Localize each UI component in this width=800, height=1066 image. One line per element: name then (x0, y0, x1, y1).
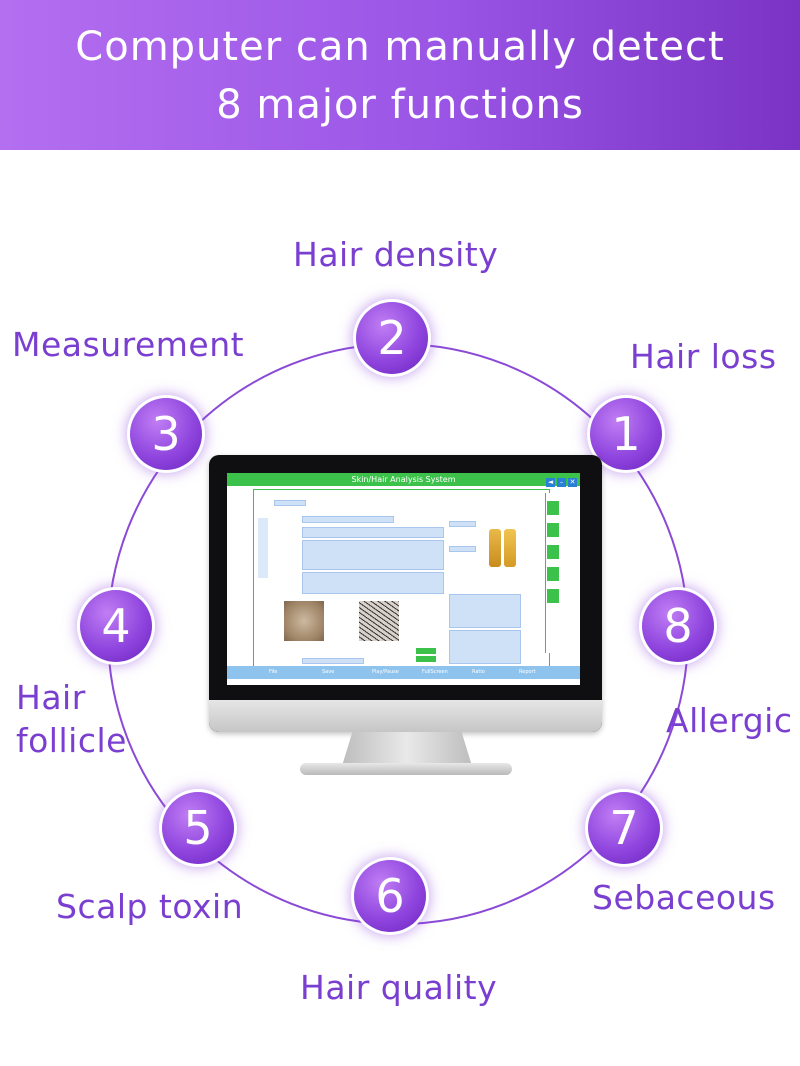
monitor-stand (342, 732, 472, 766)
back-icon[interactable]: ◄ (546, 478, 555, 487)
label-measurement: Measurement (12, 325, 245, 364)
badge-number: 2 (377, 311, 407, 365)
toolbar-file[interactable]: File (269, 669, 278, 675)
name-field[interactable] (274, 500, 306, 506)
toolbar-save[interactable]: Save (322, 669, 335, 675)
reason-field[interactable] (302, 540, 444, 570)
side-tab[interactable] (547, 501, 559, 515)
header-title-line2: 8 major functions (216, 82, 584, 128)
toolbar-fullscreen[interactable]: FullScreen (422, 669, 448, 675)
label-scalp-toxin: Scalp toxin (56, 887, 244, 926)
badge-number: 3 (151, 407, 181, 461)
efficacy-field[interactable] (449, 594, 521, 628)
analysis-form (253, 489, 550, 667)
toolbar-report[interactable]: Report (519, 669, 536, 675)
category-field[interactable] (449, 521, 476, 527)
badge-1: 1 (590, 398, 662, 470)
right-sidebar (545, 493, 560, 653)
label-hair-loss: Hair loss (630, 337, 777, 376)
label-hair-follicle-1: Hair (16, 678, 86, 717)
symptom-type-field[interactable] (302, 516, 394, 523)
header-title-line1: Computer can manually detect (75, 24, 725, 70)
label-hair-follicle-2: follicle (16, 721, 127, 760)
monitor-base (300, 763, 512, 775)
product-name-field[interactable] (449, 546, 476, 552)
badge-number: 8 (663, 599, 693, 653)
badge-6: 6 (354, 860, 426, 932)
badge-8: 8 (642, 590, 714, 662)
treatment-field[interactable] (449, 630, 521, 664)
share-button[interactable] (416, 656, 436, 662)
label-sebaceous: Sebaceous (592, 878, 776, 917)
bottom-toolbar: File Save Play/Pause FullScreen Ratio Re… (227, 666, 580, 679)
app-title-bar: Skin/Hair Analysis System ◄–✕ (227, 473, 580, 488)
side-tab[interactable] (547, 523, 559, 537)
organization-field[interactable] (302, 658, 364, 664)
suggestions-field[interactable] (302, 572, 444, 594)
save-detail-button[interactable] (416, 648, 436, 654)
toolbar-play-pause[interactable]: Play/Pause (372, 669, 399, 675)
label-allergic: Allergic (666, 701, 793, 740)
product-image (489, 529, 501, 567)
badge-7: 7 (588, 792, 660, 864)
side-tab[interactable] (547, 567, 559, 581)
close-icon[interactable]: ✕ (568, 478, 577, 487)
conclusion-field[interactable] (302, 527, 444, 538)
badge-4: 4 (80, 590, 152, 662)
monitor-chin (209, 700, 602, 732)
header-banner: Computer can manually detect 8 major fun… (0, 0, 800, 150)
badge-number: 7 (609, 801, 639, 855)
minimize-icon[interactable]: – (557, 478, 566, 487)
badge-5: 5 (162, 792, 234, 864)
side-tab[interactable] (547, 545, 559, 559)
app-title: Skin/Hair Analysis System (351, 475, 456, 484)
product-image (504, 529, 516, 567)
toolbar-ratio[interactable]: Ratio (472, 669, 485, 675)
badge-number: 1 (611, 407, 641, 461)
badge-number: 6 (375, 869, 405, 923)
label-hair-quality: Hair quality (300, 968, 498, 1007)
badge-2: 2 (356, 302, 428, 374)
detection-image (359, 601, 399, 641)
badge-number: 5 (183, 801, 213, 855)
left-sidebar (258, 518, 268, 578)
symptom-image (284, 601, 324, 641)
label-hair-density: Hair density (293, 235, 499, 274)
badge-3: 3 (130, 398, 202, 470)
window-controls: ◄–✕ (544, 475, 577, 488)
app-screen: Skin/Hair Analysis System ◄–✕ File Save … (227, 473, 580, 685)
side-tab[interactable] (547, 589, 559, 603)
badge-number: 4 (101, 599, 131, 653)
